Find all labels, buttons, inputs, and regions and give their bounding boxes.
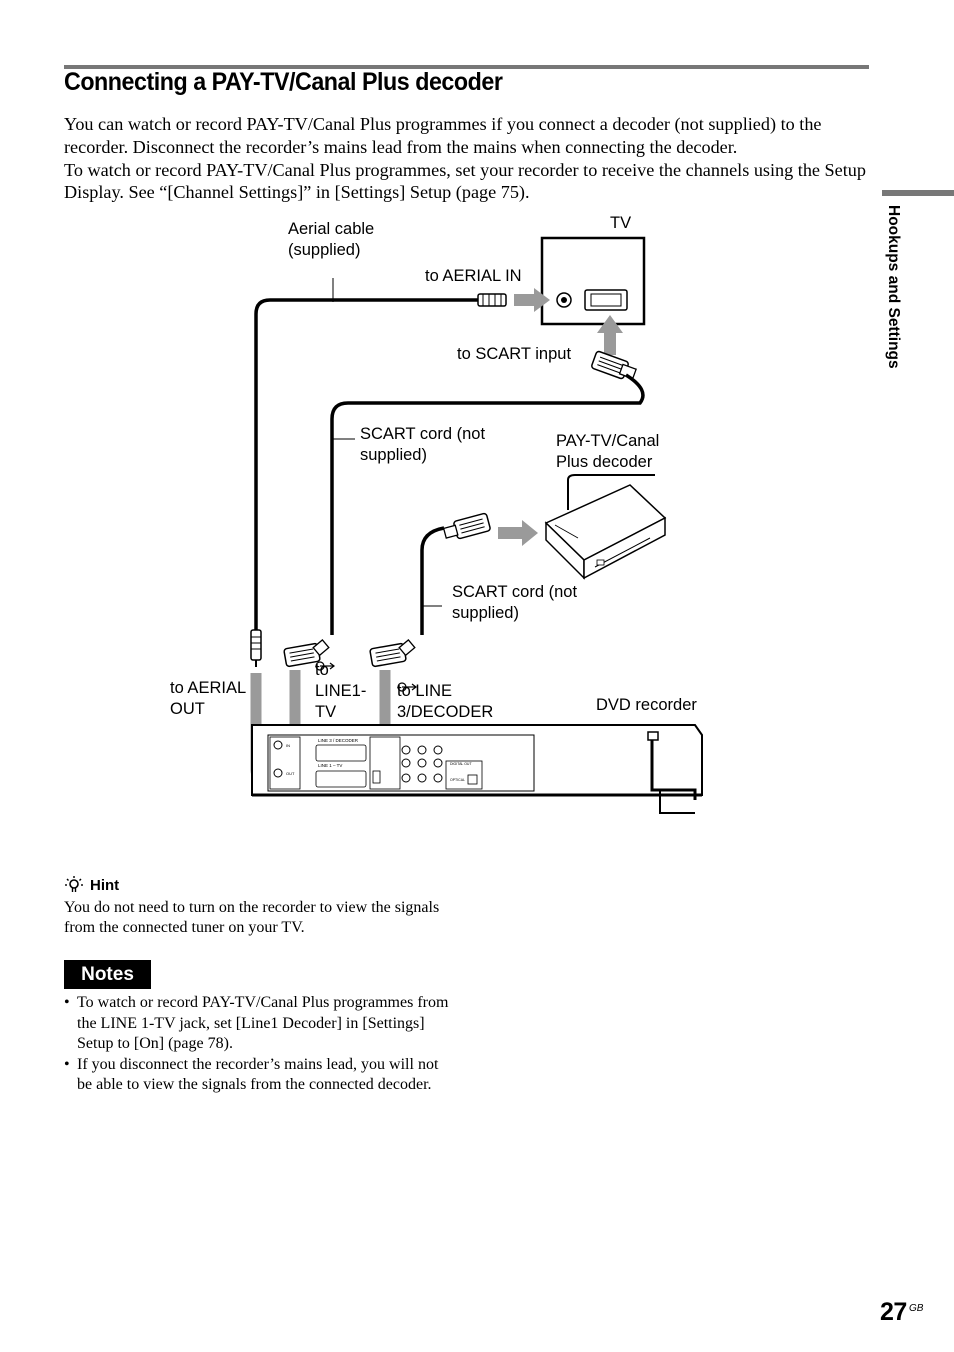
arrow-to-scart-input xyxy=(597,315,623,355)
input-arrow-icon xyxy=(315,661,335,671)
label-to-scart-input: to SCART input xyxy=(457,345,572,363)
notes-heading: Notes xyxy=(64,960,151,989)
label-scart-cord-bottom: SCART cord (not supplied) xyxy=(452,583,578,622)
label-to-line3: to LINE 3/DECODER xyxy=(397,682,494,721)
side-tab-label: Hookups and Settings xyxy=(885,205,902,369)
side-tab-bar xyxy=(882,190,954,196)
arrow-to-aerial-in xyxy=(514,288,550,312)
arrow-to-decoder xyxy=(498,520,538,546)
label-to-line1: to LINE1- TV xyxy=(315,661,367,721)
note-item: If you disconnect the recorder’s mains l… xyxy=(64,1055,449,1096)
scart-cord-1 xyxy=(330,373,645,635)
label-dvd-recorder: DVD recorder xyxy=(596,696,697,714)
connection-diagram: IN OUT LINE 3 / DECODER LINE 1 – TV DIGI… xyxy=(150,205,710,825)
panel-optical: OPTICAL xyxy=(450,778,465,782)
panel-digital-out: DIGITAL OUT xyxy=(450,762,472,766)
dvd-recorder-icon: IN OUT LINE 3 / DECODER LINE 1 – TV DIGI… xyxy=(251,724,703,814)
power-cord xyxy=(650,735,697,800)
scart-plug-tv-icon xyxy=(591,350,637,380)
panel-line3-label: LINE 3 / DECODER xyxy=(318,738,359,743)
panel-aerial-out: OUT xyxy=(286,771,295,776)
tv-icon xyxy=(540,236,646,326)
aerial-plug-tv-icon xyxy=(477,293,507,307)
intro-text: You can watch or record PAY-TV/Canal Plu… xyxy=(64,113,870,204)
page-number: 27 xyxy=(880,1298,907,1326)
label-scart-cord-top: SCART cord (not supplied) xyxy=(360,425,486,464)
hint-heading: Hint xyxy=(64,875,119,895)
notes-list: To watch or record PAY-TV/Canal Plus pro… xyxy=(64,993,449,1096)
hint-body: You do not need to turn on the recorder … xyxy=(64,899,440,936)
page-number-suffix: GB xyxy=(909,1303,924,1314)
aerial-cable xyxy=(254,298,490,630)
input-arrow-icon xyxy=(397,682,417,692)
hint-label: Hint xyxy=(90,876,120,894)
label-decoder: PAY-TV/Canal Plus decoder xyxy=(556,432,660,471)
lightbulb-icon xyxy=(65,876,83,892)
aerial-plug-recorder-icon xyxy=(250,629,262,667)
decoder-icon xyxy=(544,474,667,580)
scart-plug-decoder-icon xyxy=(442,512,491,540)
label-aerial-cable: Aerial cable (supplied) xyxy=(288,220,375,259)
page-title: Connecting a PAY-TV/Canal Plus decoder xyxy=(64,68,503,96)
panel-line1-label: LINE 1 – TV xyxy=(318,763,342,768)
diagram-drawing: IN OUT LINE 3 / DECODER LINE 1 – TV DIGI… xyxy=(250,236,703,814)
top-rule xyxy=(64,65,869,69)
label-to-aerial-in: to AERIAL IN xyxy=(425,267,522,285)
intro-paragraph-1: You can watch or record PAY-TV/Canal Plu… xyxy=(64,114,822,157)
label-to-aerial-out: to AERIAL OUT xyxy=(170,679,247,718)
scart-cord-2 xyxy=(420,526,445,635)
note-item: To watch or record PAY-TV/Canal Plus pro… xyxy=(64,993,449,1055)
intro-paragraph-2: To watch or record PAY-TV/Canal Plus pro… xyxy=(64,159,866,203)
scart-plug-line3-icon xyxy=(369,638,416,668)
label-tv: TV xyxy=(610,214,632,232)
scart-plug-line1-icon xyxy=(283,638,330,668)
panel-aerial-in: IN xyxy=(286,743,290,748)
side-tab: Hookups and Settings xyxy=(878,205,902,375)
